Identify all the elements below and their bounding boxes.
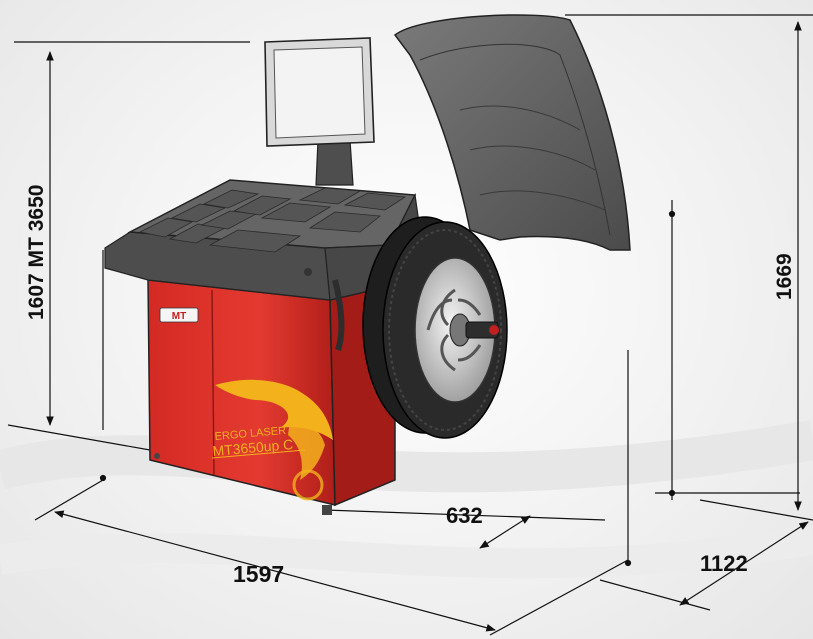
dimension-label-height-right: 1669 xyxy=(773,253,796,300)
dimension-label-depth-total: 1122 xyxy=(700,551,748,576)
model-underline xyxy=(211,449,306,459)
dimension-dot xyxy=(668,489,676,497)
cabinet-foot xyxy=(154,453,160,459)
brand-logo: MT xyxy=(159,307,199,323)
extension-line xyxy=(489,559,629,636)
monitor-screen xyxy=(273,46,366,139)
tool-tray-top xyxy=(104,179,421,301)
model-line-2: MT3650up C xyxy=(212,436,294,459)
wheel-guard-hood xyxy=(393,14,631,251)
measuring-arm xyxy=(332,279,345,351)
dimension-dot xyxy=(624,559,632,567)
monitor-stand xyxy=(315,139,354,186)
monitor xyxy=(264,37,375,186)
logo-text: MT xyxy=(172,311,186,322)
depth-total-arrow xyxy=(679,521,809,606)
wheel-assembly xyxy=(362,216,508,439)
extension-line xyxy=(34,479,104,521)
extension-line xyxy=(7,424,151,451)
extension-line xyxy=(599,579,711,611)
tire-tread xyxy=(388,229,502,431)
door-seam xyxy=(211,289,215,476)
dimension-label-width-front: 1597 xyxy=(233,561,284,587)
dimension-label-height-left: 1607 MT 3650 xyxy=(25,185,48,320)
dimension-dot xyxy=(668,210,676,218)
dimension-label-depth-body: 632 xyxy=(446,503,483,528)
dimension-dot xyxy=(99,474,107,482)
eagle-logo-icon xyxy=(215,379,333,501)
background-swoosh xyxy=(0,525,813,579)
extension-line xyxy=(699,499,813,521)
dimension-lines xyxy=(7,14,813,636)
cabinet-foot xyxy=(322,505,332,515)
extension-line xyxy=(324,509,606,521)
nut-cap xyxy=(489,325,499,335)
depth-body-arrow xyxy=(479,515,531,549)
width-front-arrow xyxy=(54,510,496,632)
tray-knob xyxy=(304,268,312,276)
